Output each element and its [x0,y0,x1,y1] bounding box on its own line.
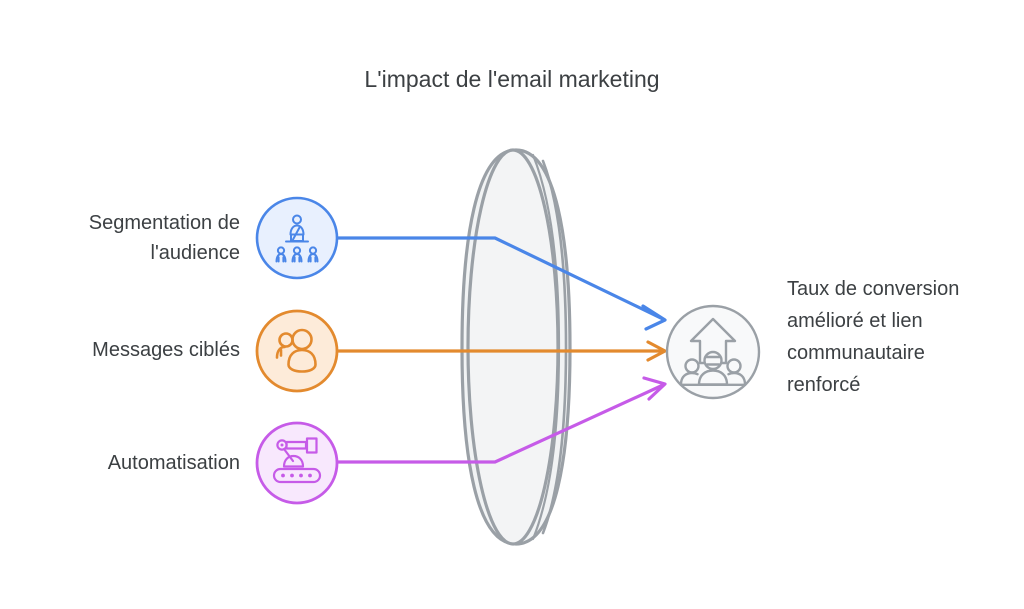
audience-presentation-icon [275,214,319,263]
node-segmentation-circle[interactable] [255,196,339,280]
people-group-icon [275,328,317,373]
robot-arm-conveyor-icon [272,437,322,484]
node-segmentation[interactable] [255,196,339,280]
node-outcome[interactable] [665,304,761,400]
node-automatisation[interactable] [255,421,339,505]
growth-arrow-people-icon [679,317,747,386]
connector-messages [335,340,667,362]
process-lens [460,148,572,546]
node-automatisation-circle[interactable] [255,421,339,505]
connector-segmentation [335,236,667,331]
connector-automatisation [335,376,667,464]
node-messages[interactable] [255,309,339,393]
